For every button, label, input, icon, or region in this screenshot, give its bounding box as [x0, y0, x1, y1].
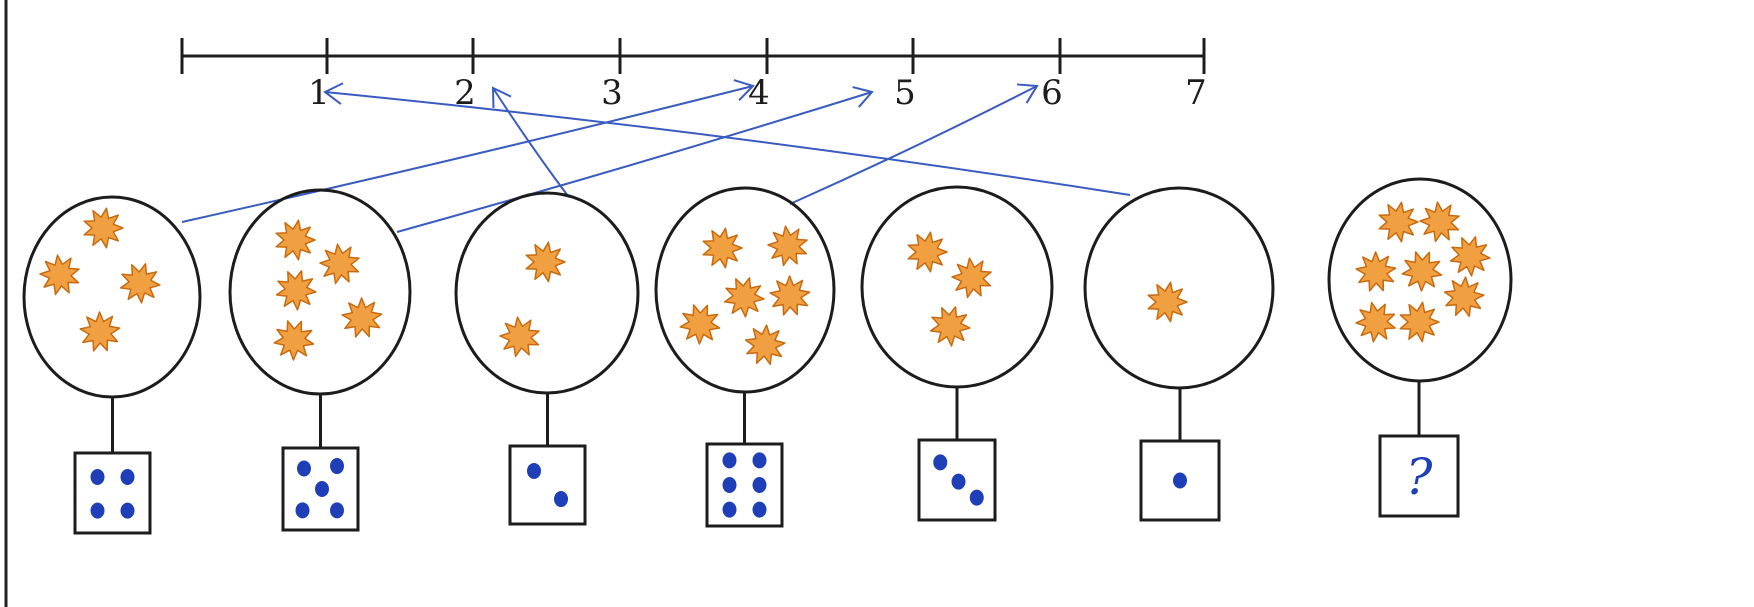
- arrows-layer: [181, 79, 1131, 233]
- dice-dot: [330, 502, 344, 519]
- star-shape: [273, 320, 315, 361]
- star-shape: [319, 243, 360, 285]
- star-shape: [79, 311, 121, 352]
- dice-box: [73, 451, 152, 535]
- dice-box: [917, 438, 997, 522]
- dice-dot: [90, 502, 105, 519]
- group-3: [454, 191, 640, 526]
- group-circle: [860, 185, 1054, 389]
- star-shape: [929, 306, 971, 347]
- star-shape: [723, 277, 765, 318]
- dice-dot: [297, 460, 311, 477]
- star-shape: [1401, 251, 1443, 292]
- dice-dot: [752, 477, 767, 493]
- arrow-line: [324, 91, 1131, 196]
- arrow-line: [789, 85, 1038, 205]
- dice-dot: [752, 452, 767, 469]
- star-shape: [1147, 281, 1188, 323]
- number-line: 1 2 3 4 5 6 7: [180, 38, 1207, 113]
- number-line-label: 5: [894, 73, 916, 113]
- dice-dot: [722, 477, 737, 493]
- dice-dot: [527, 462, 541, 479]
- dice-dot: [1173, 472, 1187, 489]
- star-shape: [39, 254, 80, 296]
- number-line-label: 1: [308, 73, 330, 113]
- dice-dot: [315, 481, 329, 497]
- dice-box: [1139, 439, 1221, 522]
- dice-dot: [752, 501, 767, 518]
- group-7: ?: [1327, 177, 1513, 518]
- group-6: [1083, 186, 1275, 522]
- dice-dot: [120, 502, 135, 519]
- arrow-line: [492, 87, 569, 197]
- dice-dot: [330, 458, 344, 475]
- group-1: [22, 195, 202, 535]
- star-shape: [744, 324, 786, 366]
- star-shape: [275, 270, 317, 311]
- dice-dot: [120, 469, 135, 485]
- dice-dot: [295, 502, 310, 519]
- star-shape: [951, 257, 992, 299]
- group-circle: [1083, 186, 1275, 390]
- number-line-label: 3: [601, 73, 623, 113]
- group-circle: [228, 188, 412, 396]
- arrow-head: [852, 86, 874, 108]
- group-circle: [454, 191, 640, 395]
- star-shape: [119, 263, 161, 304]
- arrow-head: [733, 79, 755, 102]
- groups-layer: ?: [22, 177, 1513, 535]
- star-shape: [499, 316, 540, 358]
- dice-box: [281, 446, 360, 532]
- star-shape: [702, 227, 743, 269]
- dice-dot: [90, 469, 105, 485]
- star-shape: [679, 304, 721, 345]
- number-line-label: 4: [748, 73, 770, 113]
- arrow-line: [181, 85, 754, 223]
- arrow-head: [323, 82, 344, 105]
- star-shape: [83, 207, 124, 249]
- group-4: [654, 186, 836, 528]
- arrow-head: [1016, 83, 1039, 104]
- star-shape: [1355, 301, 1396, 343]
- star-shape: [525, 241, 566, 283]
- dice-dot: [554, 491, 568, 508]
- star-shape: [1355, 251, 1397, 292]
- star-shape: [1443, 276, 1485, 318]
- group-2: [228, 188, 412, 532]
- star-shape: [1419, 201, 1460, 243]
- number-line-label: 2: [454, 73, 476, 113]
- star-shape: [769, 275, 811, 316]
- dice-box: [508, 444, 587, 526]
- star-shape: [275, 219, 316, 261]
- dice-box: [705, 442, 784, 528]
- group-5: [860, 185, 1054, 522]
- star-shape: [1399, 301, 1440, 343]
- dice-box: [1378, 434, 1460, 518]
- arrow-line: [396, 91, 873, 233]
- dice-unknown-label: ?: [1406, 448, 1434, 506]
- dice-dot: [951, 473, 966, 490]
- dice-dot: [722, 452, 737, 469]
- star-shape: [767, 225, 808, 267]
- number-line-label: 7: [1185, 73, 1207, 113]
- dice-dot: [969, 489, 984, 506]
- dice-dot: [722, 501, 737, 518]
- arrow-head: [491, 86, 512, 109]
- star-shape: [1378, 201, 1419, 243]
- dice-dot: [933, 454, 948, 471]
- star-shape: [907, 231, 948, 273]
- star-shape: [1449, 236, 1491, 277]
- number-line-label: 6: [1041, 73, 1063, 113]
- star-shape: [341, 297, 383, 338]
